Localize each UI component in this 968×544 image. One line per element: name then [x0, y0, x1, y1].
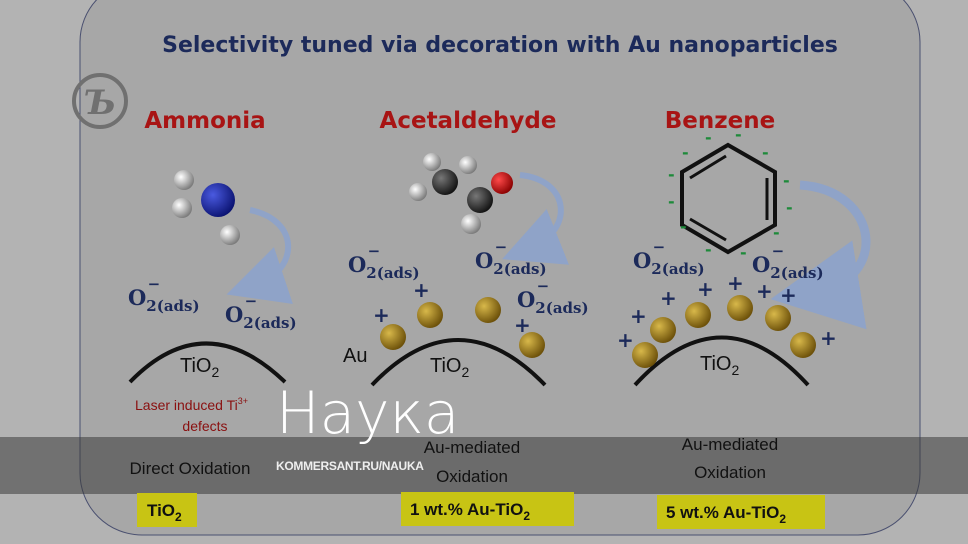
- svg-text:O2(ads)−: O2(ads)−: [752, 242, 824, 282]
- svg-text:-: -: [783, 171, 790, 190]
- positive-charges: + + + + + + + + + + +: [373, 271, 837, 352]
- svg-text:Ъ: Ъ: [84, 83, 117, 123]
- arrow-icon: [770, 180, 871, 330]
- tio2-label: TiO2: [180, 355, 219, 380]
- catalyst-tio2: TiO2: [147, 501, 182, 524]
- tio2-label: TiO2: [700, 353, 739, 378]
- ammonia-molecule-icon: [172, 170, 240, 245]
- svg-text:+: +: [780, 283, 797, 307]
- catalyst-badge: [137, 493, 197, 527]
- svg-text:+: +: [697, 277, 714, 301]
- tio2-surface: [633, 335, 810, 387]
- svg-text:-: -: [705, 128, 712, 147]
- svg-text:-: -: [735, 125, 742, 144]
- watermark-url: KOMMERSANT.RU/NAUKA: [276, 459, 424, 473]
- molecule-benzene: Benzene: [665, 108, 775, 134]
- svg-text:+: +: [660, 286, 677, 310]
- molecule-ammonia: Ammonia: [144, 108, 265, 134]
- arrow-icon: [226, 207, 293, 304]
- svg-text:O2(ads)−: O2(ads)−: [348, 242, 420, 282]
- svg-text:+: +: [413, 278, 430, 302]
- svg-text:+: +: [756, 279, 773, 303]
- acetaldehyde-molecule-icon: [409, 153, 513, 234]
- diagram-title: Selectivity tuned via decoration with Au…: [162, 33, 838, 58]
- catalyst-5wt-au: 5 wt.% Au-TiO2: [666, 503, 786, 526]
- svg-text:O2(ads)−: O2(ads)−: [475, 238, 547, 278]
- tio2-label: TiO2: [430, 355, 469, 380]
- svg-text:+: +: [514, 313, 531, 337]
- mechanism-oxidation: Oxidation: [694, 463, 766, 482]
- svg-text:-: -: [668, 165, 675, 184]
- catalyst-1wt-au: 1 wt.% Au-TiO2: [410, 500, 530, 523]
- catalyst-badge: [657, 495, 825, 529]
- svg-text:-: -: [773, 223, 780, 242]
- svg-text:+: +: [630, 304, 647, 328]
- mechanism-oxidation: Oxidation: [436, 467, 508, 486]
- mechanism-au-mediated: Au-mediated: [682, 435, 778, 454]
- defects-note-line2: defects: [182, 418, 227, 434]
- svg-text:-: -: [705, 240, 712, 259]
- kommersant-logo: Ъ: [72, 73, 128, 129]
- svg-text:-: -: [682, 143, 689, 162]
- svg-text:O2(ads)−: O2(ads)−: [225, 292, 297, 332]
- mechanism-au-mediated: Au-mediated: [424, 438, 520, 457]
- svg-text:O2(ads)−: O2(ads)−: [633, 238, 705, 278]
- svg-text:+: +: [373, 303, 390, 327]
- benzene-molecule-icon: [680, 142, 777, 255]
- catalyst-badge: [401, 492, 574, 526]
- tio2-surface: [370, 338, 547, 387]
- svg-text:+: +: [727, 271, 744, 295]
- svg-text:+: +: [820, 326, 837, 350]
- svg-text:+: +: [617, 328, 634, 352]
- svg-text:-: -: [762, 143, 769, 162]
- watermark-word: Наука: [276, 379, 459, 447]
- svg-text:-: -: [786, 198, 793, 217]
- svg-text:O2(ads)−: O2(ads)−: [517, 277, 589, 317]
- svg-text:-: -: [680, 217, 687, 236]
- molecule-acetaldehyde: Acetaldehyde: [380, 108, 557, 134]
- negative-charges: - - - - - - - - - - - -: [668, 125, 793, 262]
- watermark-band: [0, 437, 968, 494]
- svg-text:-: -: [668, 192, 675, 211]
- svg-text:-: -: [740, 243, 747, 262]
- o2-ads-labels: O2(ads)− O2(ads)− O2(ads)− O2(ads)− O2(a…: [128, 238, 824, 332]
- svg-text:O2(ads)−: O2(ads)−: [128, 275, 200, 315]
- panel: [79, 0, 921, 536]
- au-nanoparticles: [380, 295, 816, 368]
- au-label: Au: [343, 345, 367, 367]
- defects-note: Laser induced Ti3+: [135, 396, 248, 413]
- tio2-surface: [128, 341, 287, 384]
- mechanism-direct-oxidation: Direct Oxidation: [130, 459, 251, 478]
- arrow-icon: [502, 172, 570, 265]
